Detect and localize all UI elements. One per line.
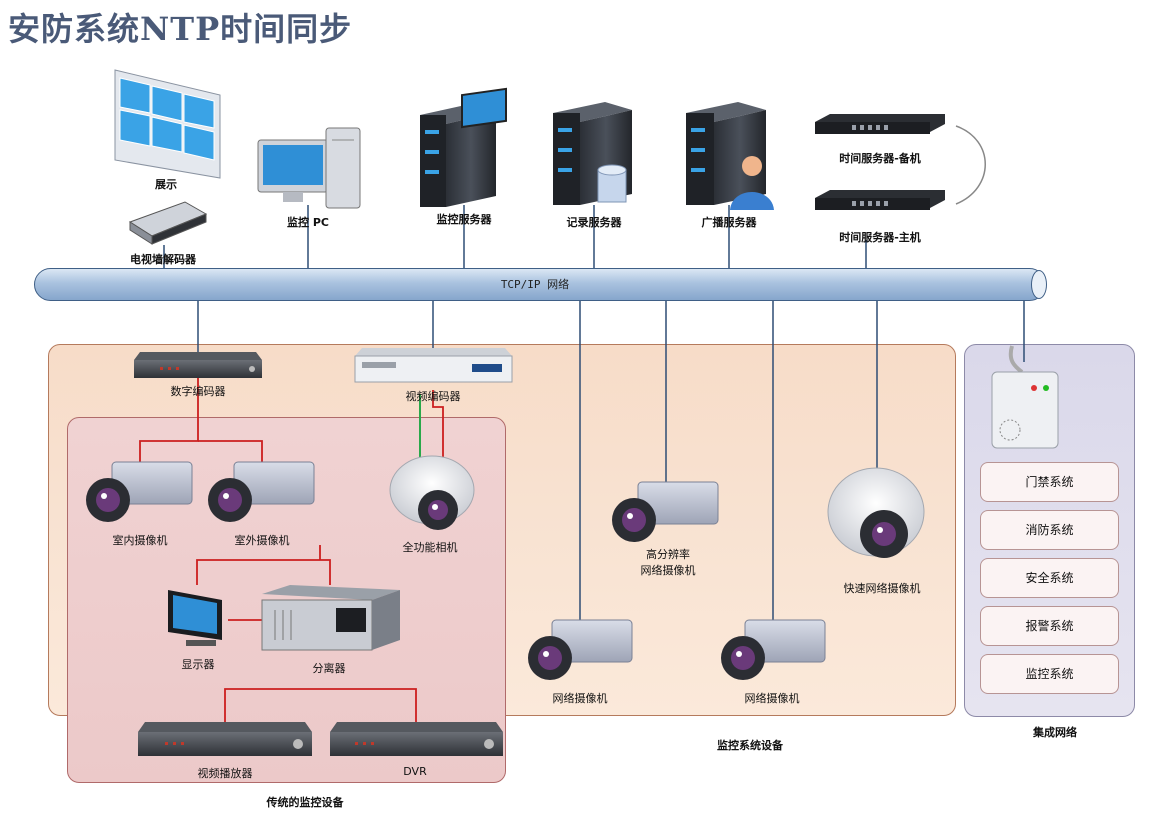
decoder-icon — [128, 201, 208, 245]
integrated-zone-caption: 集成网络 — [1033, 726, 1077, 739]
monitor-server-icon — [420, 87, 507, 207]
network-camera-2-icon — [721, 619, 826, 680]
record-server-icon — [553, 102, 632, 205]
monitor-server-label: 监控服务器 — [436, 213, 492, 226]
speed-dome-label: 快速网络摄像机 — [843, 582, 921, 595]
dome-camera-label: 全功能相机 — [402, 541, 458, 554]
indoor-camera-label: 室内摄像机 — [112, 534, 168, 547]
outdoor-camera-label: 室外摄像机 — [234, 534, 290, 547]
video-player-icon — [138, 722, 312, 756]
digital-encoder-label: 数字编码器 — [170, 385, 226, 398]
outdoor-camera-icon — [208, 461, 315, 522]
display-monitor-label: 显示器 — [181, 658, 215, 671]
network-camera-2-label: 网络摄像机 — [744, 692, 800, 705]
hd-camera-label-1: 高分辨率 — [646, 548, 690, 561]
network-label: TCP/IP 网络 — [500, 278, 570, 291]
time-server-backup-icon — [815, 114, 945, 134]
display-label: 展示 — [155, 178, 177, 191]
traditional-zone-caption: 传统的监控设备 — [266, 796, 344, 809]
time-server-main-icon — [815, 190, 945, 210]
video-encoder-icon — [354, 348, 513, 383]
system-fire: 消防系统 — [980, 510, 1119, 550]
gateway-icon — [991, 345, 1059, 449]
dome-camera-icon — [389, 455, 475, 530]
video-encoder-label: 视频编码器 — [405, 390, 461, 403]
pc-icon — [257, 127, 361, 209]
broadcast-server-icon — [686, 102, 774, 210]
decoder-label: 电视墙解码器 — [130, 253, 196, 266]
sync-arc — [955, 125, 986, 205]
system-alarm: 报警系统 — [980, 606, 1119, 646]
system-security: 安全系统 — [980, 558, 1119, 598]
display-monitor-icon — [168, 590, 222, 646]
hd-camera-label-2: 网络摄像机 — [640, 564, 696, 577]
time-server-main-label: 时间服务器-主机 — [839, 231, 921, 244]
broadcast-server-label: 广播服务器 — [701, 216, 757, 229]
record-server-label: 记录服务器 — [566, 216, 622, 229]
dvr-icon — [330, 722, 503, 756]
network-camera-1-icon — [528, 619, 633, 680]
network-pipe-end — [1031, 270, 1047, 299]
page-title: 安防系统NTP时间同步 — [8, 10, 353, 48]
system-access-control: 门禁系统 — [980, 462, 1119, 502]
splitter-icon — [261, 585, 400, 651]
analog-links — [139, 378, 444, 722]
speed-dome-camera-icon — [827, 467, 925, 558]
video-wall-icon — [114, 69, 221, 179]
digital-encoder-icon — [134, 352, 262, 378]
network-pipe — [34, 268, 1046, 301]
video-player-label: 视频播放器 — [197, 767, 253, 780]
splitter-label: 分离器 — [312, 662, 346, 675]
monitoring-zone-caption: 监控系统设备 — [717, 739, 783, 752]
time-server-backup-label: 时间服务器-备机 — [839, 152, 921, 165]
pc-label: 监控 PC — [287, 216, 329, 229]
system-monitoring: 监控系统 — [980, 654, 1119, 694]
network-links — [163, 205, 1025, 622]
hd-network-camera-icon — [612, 481, 719, 542]
network-camera-1-label: 网络摄像机 — [552, 692, 608, 705]
dvr-label: DVR — [403, 765, 427, 778]
indoor-camera-icon — [86, 461, 193, 522]
